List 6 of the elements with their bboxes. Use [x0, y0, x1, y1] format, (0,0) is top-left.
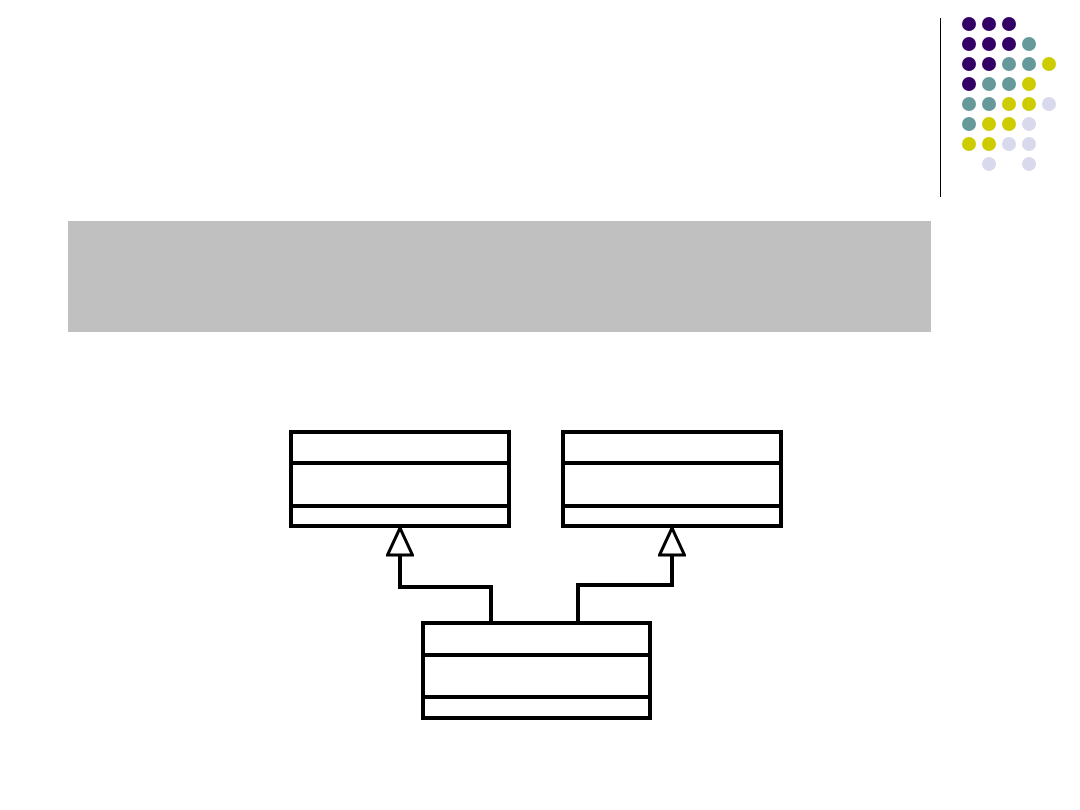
generalization-arrow	[576, 526, 686, 621]
class-box	[561, 430, 783, 528]
title-band	[68, 221, 931, 332]
class-box	[421, 621, 652, 720]
generalization-arrow	[386, 526, 493, 621]
class-box	[289, 430, 511, 528]
